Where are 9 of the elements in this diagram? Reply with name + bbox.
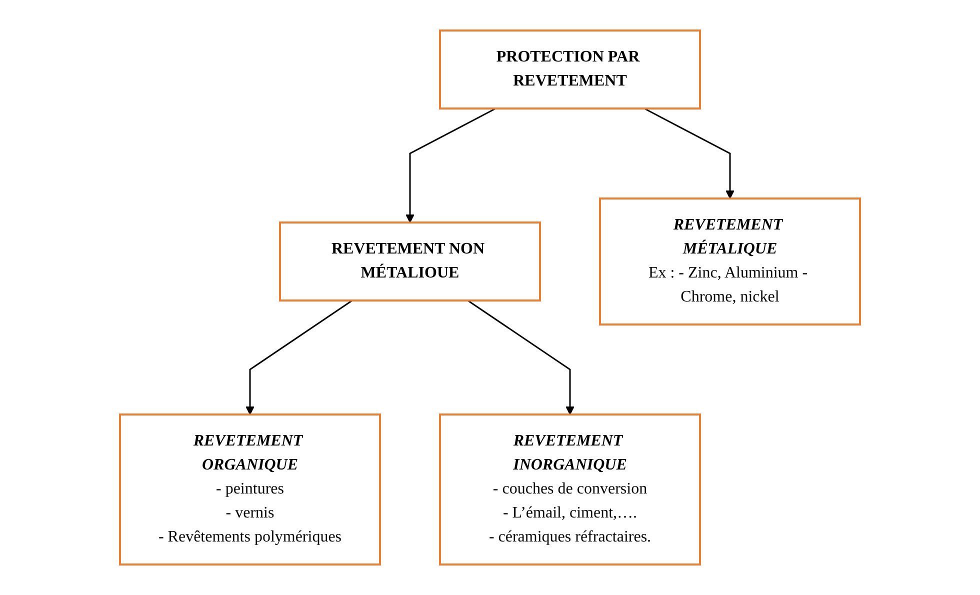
node-box: PROTECTION PAR REVETEMENT	[439, 30, 701, 110]
arrow	[406, 108, 496, 223]
arrow	[467, 300, 574, 415]
node-box: REVETEMENT INORGANIQUE - couches de conversion - L’émail, ciment,…. - céramiques réfractaires.	[439, 414, 701, 566]
node-box: REVETEMENT MÉTALIQUE Ex : - Zinc, Aluminium - Chrome, nickel	[599, 198, 861, 326]
node-box: REVETEMENT NON MÉTALIOUE	[279, 222, 541, 302]
node-box: REVETEMENT ORGANIQUE - peintures - vernis - Revêtements polymériques	[119, 414, 381, 566]
arrow	[246, 300, 353, 415]
arrow	[644, 108, 734, 199]
